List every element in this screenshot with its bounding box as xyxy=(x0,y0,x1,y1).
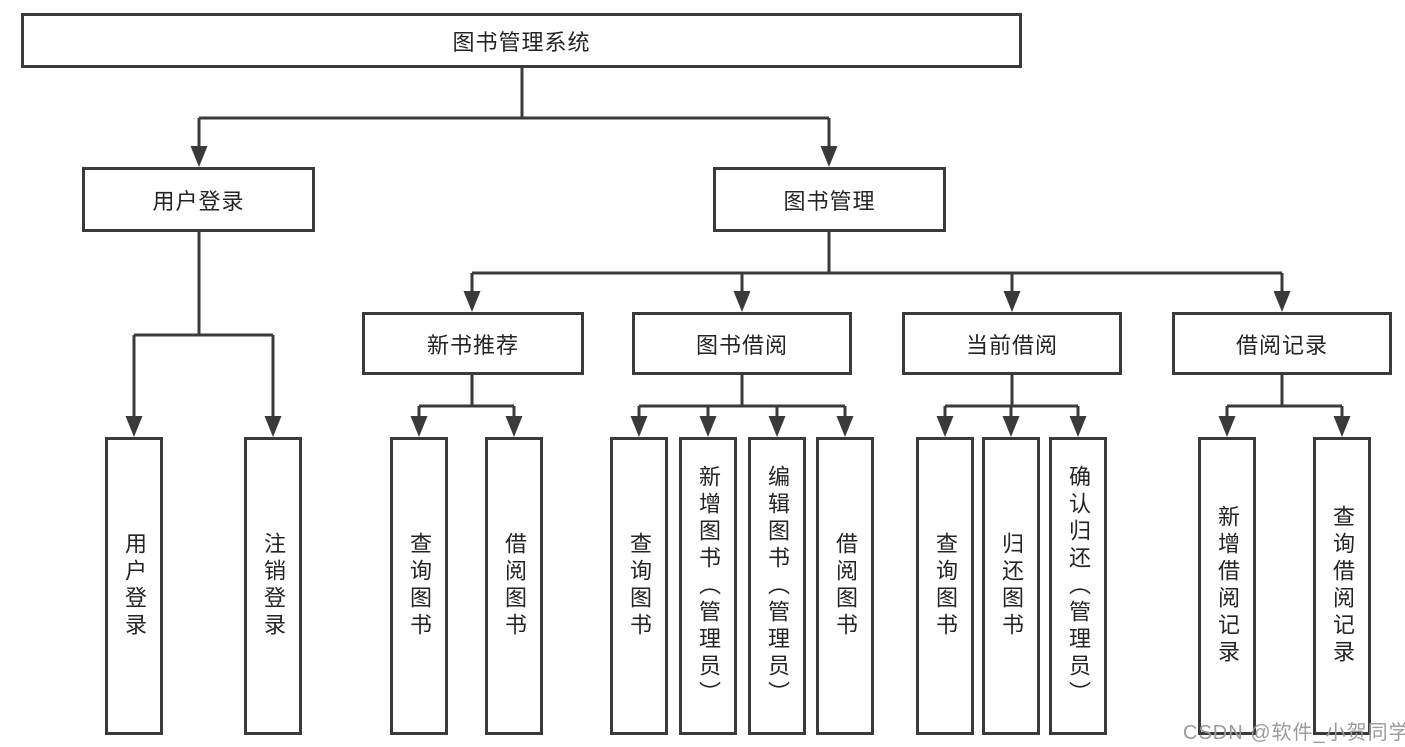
leaf-borrow-books: 借阅图书 xyxy=(816,437,874,735)
connector-current-borrow-children xyxy=(936,375,1087,437)
connector-borrow-records-children xyxy=(1218,375,1351,437)
csdn-watermark: CSDN @软件_小贺同学 xyxy=(1183,722,1405,744)
node-library-management-system: 图书管理系统 xyxy=(21,13,1022,68)
leaf-borrow-books-recommend: 借阅图书 xyxy=(485,437,543,735)
connector-new-book-recommend-children xyxy=(410,375,523,437)
leaf-query-books-borrow: 查询图书 xyxy=(610,437,668,735)
leaf-edit-book-admin: 编辑图书（管理员） xyxy=(748,437,806,735)
leaf-confirm-return-admin: 确认归还（管理员） xyxy=(1049,437,1107,735)
leaf-add-borrow-record: 新增借阅记录 xyxy=(1198,437,1256,735)
leaf-return-books: 归还图书 xyxy=(982,437,1040,735)
node-borrow-records: 借阅记录 xyxy=(1172,312,1392,375)
node-book-management: 图书管理 xyxy=(713,167,946,232)
leaf-query-books-current: 查询图书 xyxy=(916,437,974,735)
leaf-query-books-recommend: 查询图书 xyxy=(390,437,448,735)
connector-book-borrow-children xyxy=(630,375,854,437)
leaf-user-login: 用户登录 xyxy=(105,437,163,735)
leaf-add-book-admin: 新增图书（管理员） xyxy=(679,437,737,735)
node-book-borrow: 图书借阅 xyxy=(632,312,852,375)
node-current-borrow: 当前借阅 xyxy=(902,312,1122,375)
node-user-login: 用户登录 xyxy=(82,167,315,232)
connector-book-management-children xyxy=(463,232,1291,312)
leaf-query-borrow-record: 查询借阅记录 xyxy=(1313,437,1371,735)
connector-user-login-children xyxy=(125,232,282,437)
node-new-book-recommend: 新书推荐 xyxy=(362,312,584,375)
connector-root-to-level2 xyxy=(190,68,838,167)
leaf-logout: 注销登录 xyxy=(244,437,302,735)
